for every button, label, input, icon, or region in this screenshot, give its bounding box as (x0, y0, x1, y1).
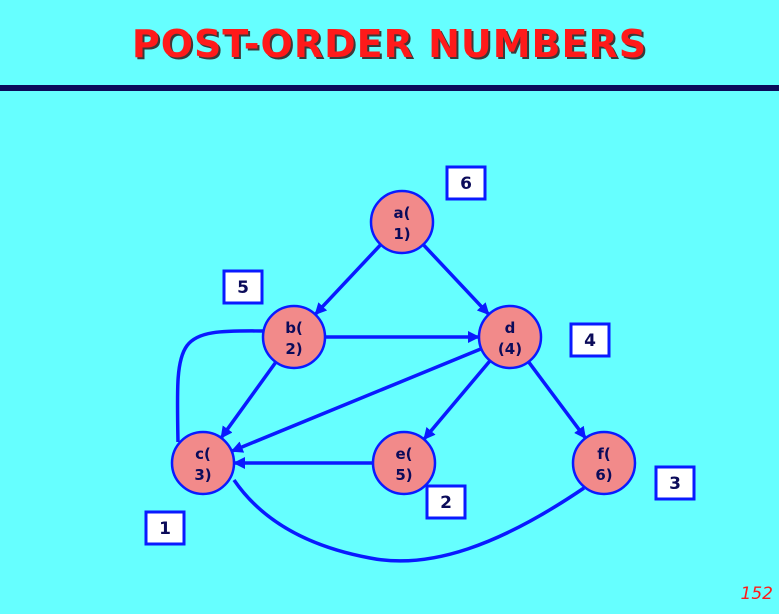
node-circle-b (261, 304, 327, 370)
postorder-box-frame-f (654, 465, 696, 501)
postorder-box-frame-c (144, 510, 186, 546)
node-label-line1-b: b( (285, 319, 303, 337)
node-circle-f (571, 430, 637, 496)
node-b: b( 2) (261, 304, 327, 370)
postorder-number-c: 1 (159, 519, 171, 539)
node-label-line2-c: 3) (194, 466, 211, 484)
node-a: a( 1) (369, 189, 435, 255)
node-label-line2-f: 6) (595, 466, 612, 484)
edge-b-c-tree (220, 361, 278, 439)
postorder-box-c: 1 (144, 510, 186, 546)
edge-a-b-tree (314, 243, 383, 316)
page-title: POST-ORDER NUMBERS (131, 22, 648, 66)
postorder-number-f: 3 (669, 474, 681, 494)
node-label-line1-c: c( (195, 445, 211, 463)
edge-f-c-curved (232, 479, 585, 563)
node-circle-d (477, 304, 543, 370)
edge-d-e-tree (423, 359, 492, 441)
postorder-box-a: 6 (445, 165, 487, 201)
postorder-number-a: 6 (460, 174, 472, 194)
postorder-box-frame-a (445, 165, 487, 201)
node-label-line2-d: (4) (498, 340, 522, 358)
node-d: d (4) (477, 304, 543, 370)
node-label-line1-f: f( (597, 445, 610, 463)
node-f: f( 6) (571, 430, 637, 496)
postorder-box-frame-d (569, 322, 611, 358)
node-circle-e (371, 430, 437, 496)
node-circle-c (170, 430, 236, 496)
node-circle-a (369, 189, 435, 255)
node-c: c( 3) (170, 430, 236, 496)
postorder-box-d: 4 (569, 322, 611, 358)
edges-layer (175, 243, 587, 563)
node-label-line1-e: e( (395, 445, 412, 463)
postorder-box-e: 2 (425, 484, 467, 520)
node-label-line1-d: d (505, 319, 516, 337)
postorder-box-b: 5 (222, 269, 264, 305)
edge-b-c-curved (175, 329, 264, 443)
postorder-box-f: 3 (654, 465, 696, 501)
postorder-number-d: 4 (584, 331, 596, 351)
postorder-box-frame-b (222, 269, 264, 305)
node-label-line2-b: 2) (285, 340, 302, 358)
boxes-layer: 6 5 1 4 2 3 (144, 165, 696, 546)
page-number: 152 (740, 584, 773, 604)
node-label-line2-a: 1) (393, 225, 410, 243)
node-label-line1-a: a( (394, 204, 411, 222)
node-e: e( 5) (371, 430, 437, 496)
postorder-number-b: 5 (237, 278, 249, 298)
postorder-number-e: 2 (440, 493, 452, 513)
edge-a-d-tree (421, 243, 490, 316)
nodes-layer: a( 1) b( 2) c( 3) d (4) e( 5) f( 6) (170, 189, 637, 496)
title-divider (0, 85, 779, 91)
postorder-box-frame-e (425, 484, 467, 520)
edge-d-c-cross (230, 347, 482, 453)
node-label-line2-e: 5) (395, 466, 412, 484)
edge-d-f-tree (527, 360, 587, 439)
